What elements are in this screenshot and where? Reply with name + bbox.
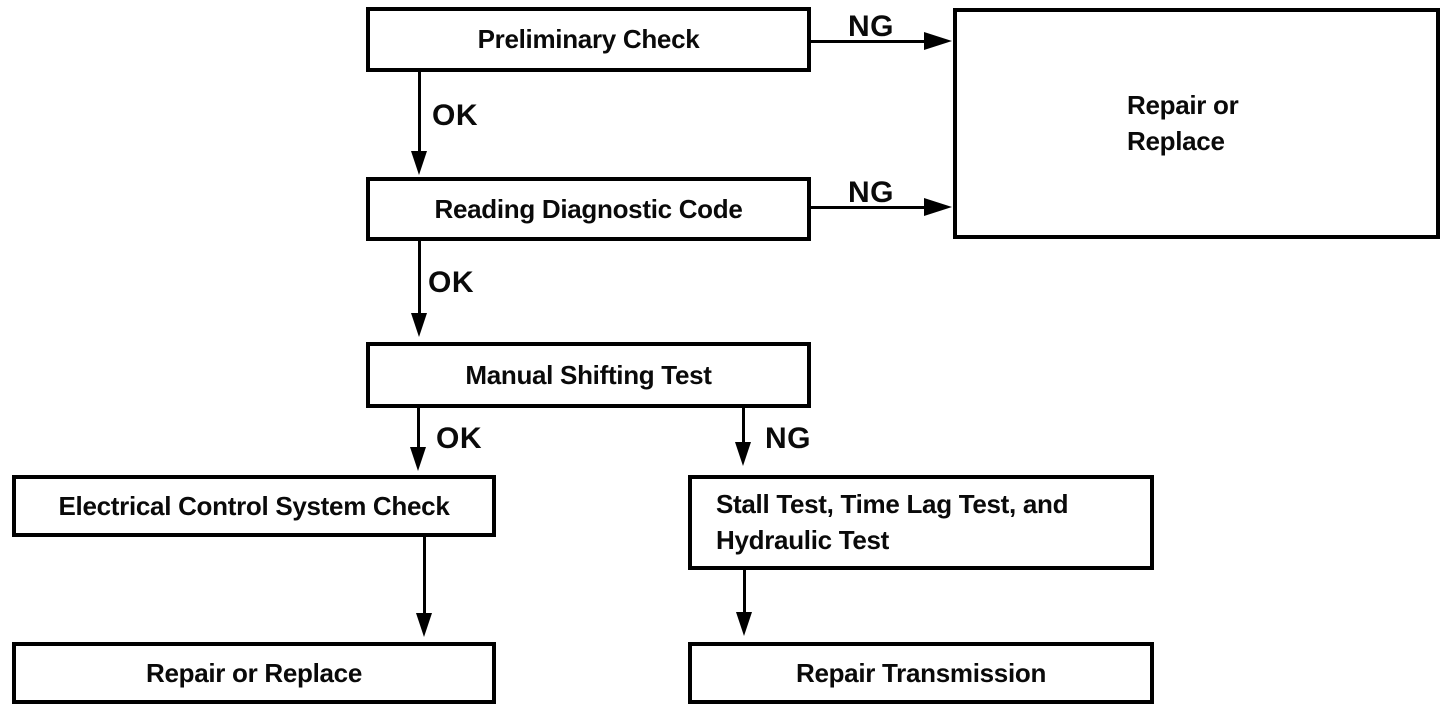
node-label-line-2: Replace <box>1127 125 1225 156</box>
node-repair-transmission: Repair Transmission <box>688 642 1154 704</box>
node-manual-shifting-test-label: Manual Shifting Test <box>465 359 712 390</box>
arrowhead-down-icon <box>416 613 432 637</box>
edge-label-ng-manual: NG <box>765 422 811 455</box>
connector-manual-to-electrical <box>417 408 420 449</box>
edge-label-ng-reading: NG <box>848 176 894 209</box>
node-electrical-control-system-check-label: Electrical Control System Check <box>58 490 450 521</box>
arrowhead-down-icon <box>411 151 427 175</box>
node-repair-or-replace-main-label: Repair or Replace <box>1127 88 1239 158</box>
arrowhead-right-icon <box>924 32 952 50</box>
node-manual-shifting-test: Manual Shifting Test <box>366 342 811 408</box>
edge-label-ng-preliminary: NG <box>848 10 894 43</box>
connector-preliminary-to-repair-main <box>810 40 928 43</box>
connector-preliminary-to-reading <box>418 72 421 154</box>
arrowhead-down-icon <box>736 612 752 636</box>
connector-electrical-to-repair-bottom <box>423 537 426 615</box>
connector-manual-to-stall-test <box>742 408 745 444</box>
node-reading-diagnostic-code: Reading Diagnostic Code <box>366 177 811 241</box>
connector-reading-to-repair-main <box>810 206 928 209</box>
node-label-line-1: Stall Test, Time Lag Test, and <box>716 489 1069 520</box>
arrowhead-down-icon <box>411 313 427 337</box>
node-repair-or-replace-main: Repair or Replace <box>953 8 1440 239</box>
arrowhead-right-icon <box>924 198 952 216</box>
edge-label-ok-manual: OK <box>436 422 482 455</box>
node-reading-diagnostic-code-label: Reading Diagnostic Code <box>434 193 743 224</box>
node-repair-transmission-label: Repair Transmission <box>795 657 1047 688</box>
arrowhead-down-icon <box>735 442 751 466</box>
connector-stall-test-to-repair-transmission <box>743 570 746 614</box>
arrowhead-down-icon <box>410 447 426 471</box>
node-preliminary-check: Preliminary Check <box>366 7 811 72</box>
node-electrical-control-system-check: Electrical Control System Check <box>12 475 496 537</box>
node-stall-time-lag-hydraulic-test: Stall Test, Time Lag Test, and Hydraulic… <box>688 475 1154 570</box>
node-label-line-1: Repair or <box>1127 90 1239 121</box>
node-label-line-2: Hydraulic Test <box>716 524 890 555</box>
connector-reading-to-manual <box>418 241 421 315</box>
edge-label-ok-preliminary: OK <box>432 99 478 132</box>
node-repair-or-replace-bottom-label: Repair or Replace <box>146 657 362 688</box>
node-preliminary-check-label: Preliminary Check <box>477 24 700 54</box>
node-stall-time-lag-hydraulic-test-label: Stall Test, Time Lag Test, and Hydraulic… <box>716 487 1069 557</box>
edge-label-ok-reading: OK <box>428 266 474 299</box>
node-repair-or-replace-bottom: Repair or Replace <box>12 642 496 704</box>
